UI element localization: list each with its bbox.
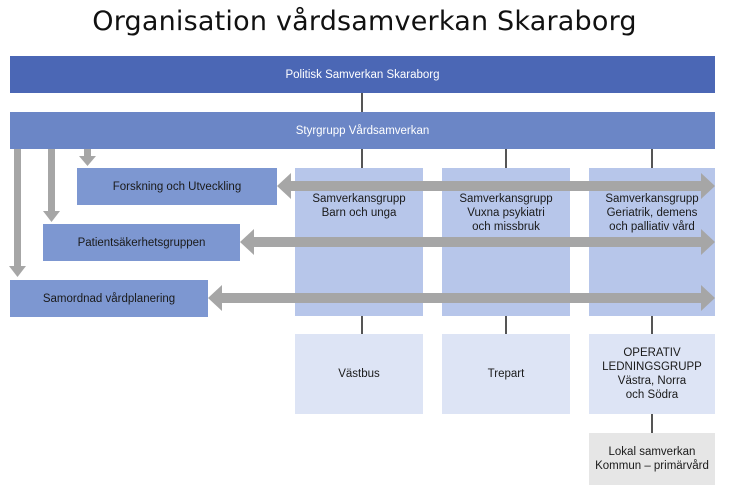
double-arrow-patientsakerhet [240,229,715,255]
vertical-arrow-head-samordnad [9,266,26,277]
forskning-utveckling-box: Forskning och Utveckling [77,168,277,205]
page-title: Organisation vårdsamverkan Skaraborg [92,6,637,37]
vertical-arrow-shaft-forskning [84,149,91,157]
operativ-ledningsgrupp-box: OPERATIV LEDNINGSGRUPP Västra, Norra och… [589,334,715,414]
samverkansgrupp-barn-label: Samverkansgrupp Barn och unga [312,193,406,219]
politisk-samverkan-label: Politisk Samverkan Skaraborg [285,68,440,81]
patientsakerhet-box: Patientsäkerhetsgruppen [43,224,240,261]
operativ-ledningsgrupp-label: OPERATIV LEDNINGSGRUPP Västra, Norra och… [602,347,702,401]
trepart-box: Trepart [442,334,570,414]
styrgrupp-label: Styrgrupp Vårdsamverkan [295,124,430,137]
vertical-arrow-head-patientsakerhet [43,211,60,222]
styrgrupp-box: Styrgrupp Vårdsamverkan [10,112,715,149]
vertical-arrow-head-forskning [79,156,96,166]
vertical-arrows [9,149,96,277]
patientsakerhet-label: Patientsäkerhetsgruppen [77,236,206,249]
samordnad-vardplanering-box: Samordnad vårdplanering [10,280,208,317]
horizontal-arrows [208,173,715,311]
vertical-arrow-shaft-samordnad [14,149,21,267]
double-arrow-samordnad [208,285,715,311]
vastbus-label: Västbus [338,368,380,380]
samordnad-vardplanering-label: Samordnad vårdplanering [42,292,176,305]
politisk-samverkan-box: Politisk Samverkan Skaraborg [10,56,715,93]
forskning-utveckling-label: Forskning och Utveckling [112,180,242,193]
samverkansgrupp-vuxna-label: Samverkansgrupp Vuxna psykiatri och miss… [459,193,553,233]
lokal-samverkan-box: Lokal samverkan Kommun – primärvård [589,433,715,485]
lokal-samverkan-label: Lokal samverkan Kommun – primärvård [595,446,709,472]
samverkansgrupp-geriatrik-label: Samverkansgrupp Geriatrik, demens och pa… [605,193,699,233]
vertical-arrow-shaft-patientsakerhet [48,149,55,212]
vastbus-box: Västbus [295,334,423,414]
double-arrow-forskning [277,173,715,199]
trepart-label: Trepart [487,368,525,380]
